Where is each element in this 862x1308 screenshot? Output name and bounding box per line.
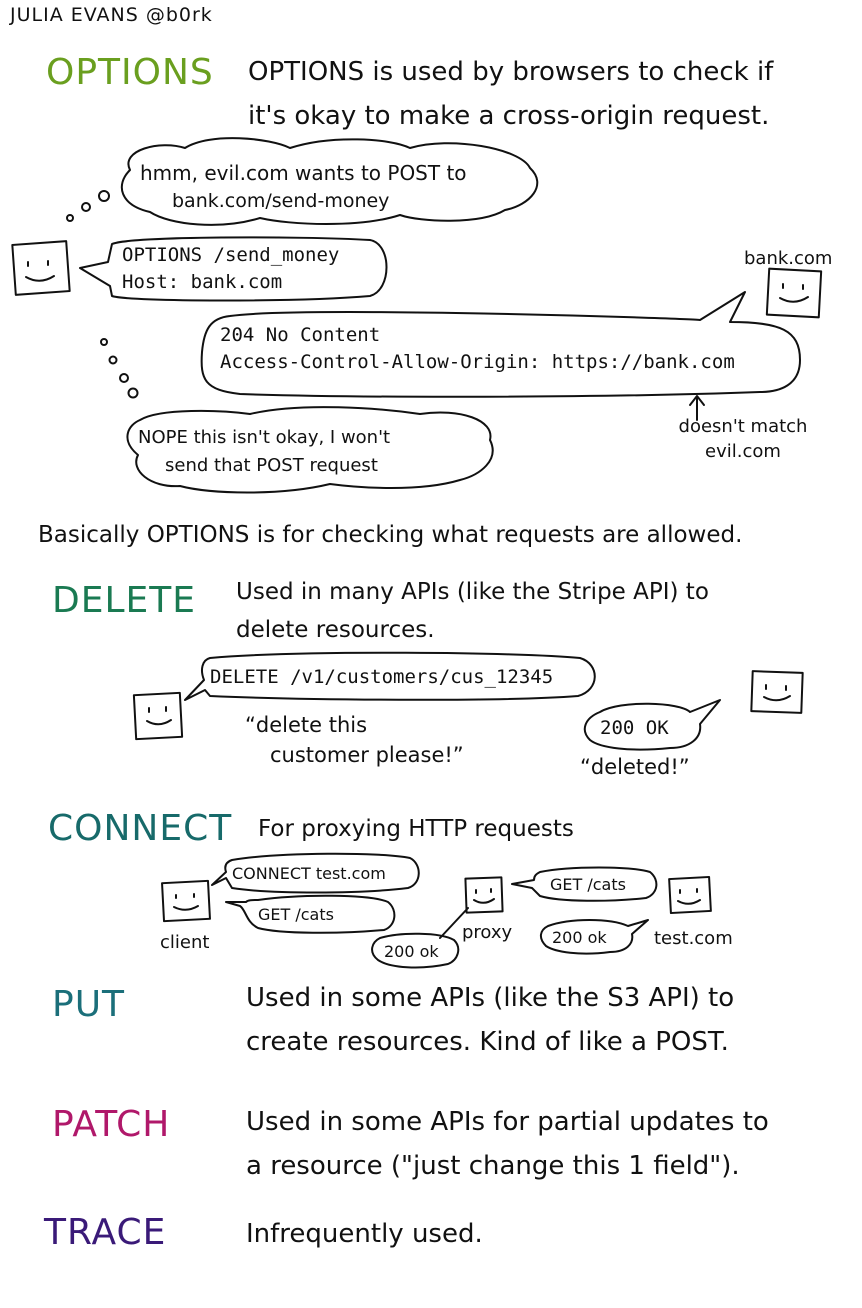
delete-request: DELETE /v1/customers/cus_12345 — [210, 666, 554, 688]
method-connect-title: CONNECT — [48, 808, 233, 849]
request-bubble — [79, 236, 388, 302]
method-put-title: PUT — [52, 984, 126, 1025]
bank-server-label: bank.com — [744, 248, 833, 269]
options-response-line1: 204 No Content — [220, 324, 381, 346]
thought-nope-line1: NOPE this isn't okay, I won't — [138, 427, 391, 448]
thought-dot — [98, 190, 110, 202]
delete-desc-line1: Used in many APIs (like the Stripe API) … — [236, 579, 709, 605]
mismatch-note-line1: doesn't match — [678, 416, 808, 437]
thought-dot — [66, 214, 74, 222]
delete-description: Used in many APIs (like the Stripe API) … — [236, 573, 709, 649]
thought-evil-line2: bank.com/send-money — [172, 190, 390, 212]
mismatch-arrow — [689, 395, 705, 421]
connect-server-ok: 200 ok — [552, 928, 607, 947]
delete-request-bubble — [184, 651, 596, 701]
browser-face — [11, 240, 71, 296]
options-response-line2: Access-Control-Allow-Origin: https://ban… — [220, 351, 735, 373]
thought-nope-line2: send that POST request — [165, 455, 378, 476]
connect-proxy-face — [464, 876, 504, 914]
delete-server-face — [750, 670, 804, 714]
options-request-line1: OPTIONS /send_money — [122, 244, 340, 266]
thought-evil-line1: hmm, evil.com wants to POST to — [140, 161, 467, 185]
author-credit: JULIA EVANS @b0rk — [10, 4, 213, 26]
connect-client-bubble2: GET /cats — [258, 905, 334, 924]
options-request-line2: Host: bank.com — [122, 271, 283, 293]
method-options-title: OPTIONS — [46, 52, 214, 93]
options-description: OPTIONS is used by browsers to check if … — [248, 50, 773, 138]
thought-dot — [108, 355, 118, 365]
connect-client-bubble1: CONNECT test.com — [232, 864, 386, 883]
thought-dot — [81, 202, 91, 212]
delete-response-caption: “deleted!” — [580, 755, 690, 779]
delete-desc-line2: delete resources. — [236, 617, 435, 643]
delete-response-bubble — [583, 699, 721, 751]
mismatch-note: doesn't match evil.com — [668, 414, 818, 464]
method-trace-title: TRACE — [44, 1212, 167, 1253]
mismatch-note-line2: evil.com — [705, 441, 781, 462]
method-delete-title: DELETE — [52, 580, 197, 621]
connect-bubble-2 — [225, 894, 396, 934]
response-bubble — [200, 291, 801, 398]
server-ok-bubble — [540, 919, 649, 955]
thought-dot — [127, 387, 139, 399]
delete-caption-line1: “delete this — [245, 713, 368, 737]
patch-desc-line2: a resource ("just change this 1 field"). — [246, 1151, 740, 1181]
connect-proxy-bubble: GET /cats — [550, 875, 626, 894]
connect-client-face — [161, 879, 211, 923]
connect-server-label: test.com — [654, 928, 733, 949]
thought-dot — [100, 338, 108, 346]
connect-proxy-ok: 200 ok — [384, 942, 439, 961]
trace-description: Infrequently used. — [246, 1219, 483, 1249]
method-patch-title: PATCH — [52, 1104, 171, 1145]
put-desc-line2: create resources. Kind of like a POST. — [246, 1027, 729, 1057]
proxy-get-bubble — [511, 866, 658, 902]
put-description: Used in some APIs (like the S3 API) to c… — [246, 976, 734, 1064]
proxy-ok-bubble-1 — [371, 907, 469, 969]
put-desc-line1: Used in some APIs (like the S3 API) to — [246, 983, 735, 1013]
thought-dot — [119, 373, 129, 383]
patch-description: Used in some APIs for partial updates to… — [246, 1100, 769, 1188]
thought-cloud-evil — [120, 137, 539, 226]
patch-desc-line1: Used in some APIs for partial updates to — [246, 1107, 769, 1137]
options-desc-line1: OPTIONS is used by browsers to check if — [248, 57, 774, 87]
delete-caption-line2: customer please!” — [270, 743, 464, 767]
bank-face — [765, 267, 823, 319]
connect-description: For proxying HTTP requests — [258, 816, 574, 842]
connect-server-face — [668, 875, 712, 915]
options-desc-line2: it's okay to make a cross-origin request… — [248, 101, 770, 131]
delete-client-face — [132, 691, 184, 741]
options-summary: Basically OPTIONS is for checking what r… — [38, 522, 743, 548]
connect-bubble-1 — [211, 852, 420, 894]
thought-cloud-nope — [126, 406, 494, 494]
connect-client-label: client — [160, 932, 210, 953]
connect-proxy-label: proxy — [462, 922, 513, 943]
delete-response: 200 OK — [600, 717, 669, 739]
